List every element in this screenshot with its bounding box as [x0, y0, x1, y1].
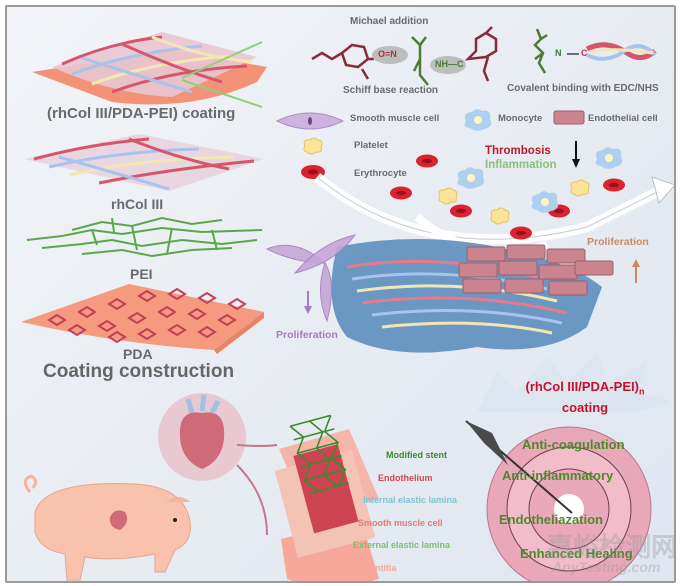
legend-platelet: Platelet [354, 140, 388, 151]
target-ring-label-enhanced-healing: Enhanced Healing [520, 546, 633, 561]
figure-frame: (rhCol III/PDA-PEI) coating rhCol III PE… [5, 5, 676, 583]
layer-label-pei: PEI [130, 266, 153, 282]
bond-label-n: N [555, 48, 562, 58]
schiff-michael-molecule [311, 26, 498, 86]
legend-monocyte: Monocyte [498, 113, 543, 124]
effect-proliferation-down: Proliferation [276, 329, 338, 341]
bond-label-o-n: O=N [378, 49, 397, 59]
arrow-in-target-icon [465, 420, 573, 514]
increase-arrow-icon [632, 259, 640, 283]
erythrocyte-icon [416, 154, 438, 168]
legend-smooth-muscle-cell: Smooth muscle cell [350, 113, 440, 124]
reaction-label-covalent: Covalent binding with EDC/NHS [507, 83, 659, 94]
pig-illustration [23, 474, 191, 581]
heart-magnifier [158, 393, 246, 481]
erythrocyte-icon [450, 204, 472, 218]
smooth-muscle-cells-cluster [265, 234, 357, 323]
effect-thrombosis: Thrombosis [485, 145, 551, 157]
vessel-label-smooth-muscle-cell: Smooth muscle cell [358, 518, 443, 528]
catheter-lines [236, 444, 278, 536]
vessel-label-external-elastic-lamina: External elastic lamina [353, 540, 451, 550]
target-title-line2: coating [561, 399, 609, 415]
pda-layer-illustration [21, 284, 264, 354]
target-ring-label-endotheliazation: Endotheliazation [499, 512, 603, 527]
decrease-arrow-icon [304, 291, 312, 314]
layer-label-rhcol: rhCol III [111, 196, 164, 212]
watermark-cn: 嘉峪检测网 [547, 532, 676, 562]
target-title: (rhCol III/PDA-PEI)n coating [495, 379, 674, 416]
reaction-label-michael: Michael addition [350, 16, 429, 27]
target-ring-label-anti-coagulation: Anti-coagulation [522, 437, 625, 452]
monocyte-icon [531, 191, 559, 213]
target-title-main: (rhCol III/PDA-PEI) [525, 379, 639, 394]
vessel-label-internal-elastic-lamina: Internal elastic lamina [363, 495, 458, 505]
monocyte-icon [595, 147, 623, 169]
reaction-label-schiff: Schiff base reaction [343, 85, 439, 96]
target-rings [486, 426, 652, 581]
vessel-label-modified-stent: Modified stent [386, 450, 447, 460]
rhcol-layer-illustration [24, 134, 264, 191]
monocyte-icon [457, 167, 485, 189]
endothelial-cell-icon [553, 110, 585, 125]
platelet-icon [303, 137, 323, 155]
watermark-en: AnyTesting.com [552, 559, 661, 575]
effect-inflammation: Inflammation [485, 159, 557, 171]
vessel-cross-section [274, 414, 379, 581]
endothelial-cell-layer [458, 244, 614, 296]
coating-sheet-illustration [32, 32, 267, 108]
smooth-muscle-cell-icon [275, 112, 345, 130]
bond-label-c: C [581, 48, 588, 58]
burst-shape [477, 352, 672, 412]
pei-layer-illustration [26, 216, 263, 258]
target-ring-label-anti-inflammatory: Anti-inflammatory [502, 468, 614, 483]
erythrocyte-icon [390, 186, 412, 200]
erythrocyte-icon [510, 226, 532, 240]
effect-proliferation-up: Proliferation [587, 236, 649, 248]
section-title: Coating construction [43, 361, 235, 382]
platelet-icon [570, 179, 590, 197]
layer-label-pda: PDA [123, 346, 153, 362]
target-title-subscript: n [638, 386, 645, 397]
platelet-icon [438, 187, 458, 205]
platelet-icon [490, 207, 510, 225]
vessel-label-adventitia: Adventitia [353, 563, 397, 573]
legend-erythrocyte: Erythrocyte [354, 168, 407, 179]
decrease-arrow-icon [572, 141, 580, 168]
vessel-label-endothelium: Endothelium [378, 473, 433, 483]
monocyte-icon [464, 109, 492, 131]
bond-label-nh-c: NH—C [435, 59, 464, 69]
erythrocyte-icon [603, 178, 625, 192]
layer-label-coating: (rhCol III/PDA-PEI) coating [47, 105, 236, 122]
legend-endothelial-cell: Endothelial cell [588, 113, 658, 124]
covalent-molecule [533, 28, 657, 74]
